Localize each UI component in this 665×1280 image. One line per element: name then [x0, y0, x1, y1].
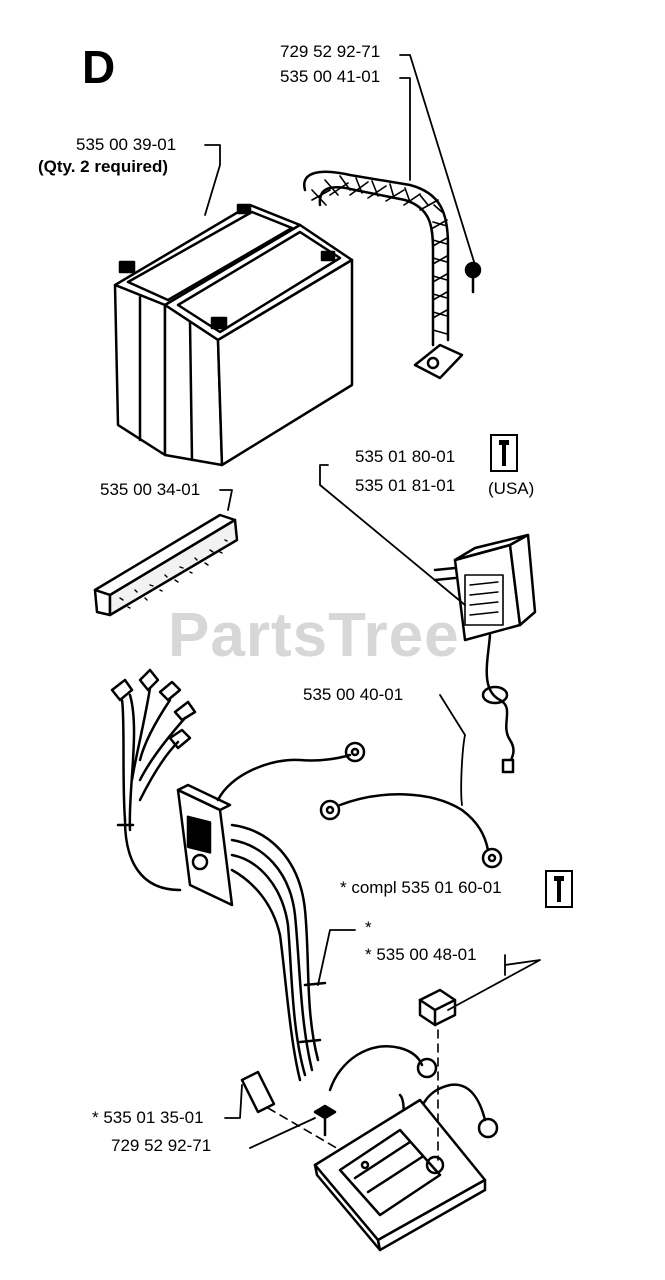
label-screw-bottom: 729 52 92-71 [111, 1136, 212, 1155]
battery-illustration [113, 203, 354, 467]
wiring-harness-illustration [110, 668, 541, 1252]
leader-lines [204, 54, 476, 511]
label-charger-usa: (USA) [488, 479, 535, 498]
label-cable-mid: 535 00 40-01 [303, 685, 404, 704]
label-harness-compl: * compl 535 01 60-01 [340, 878, 502, 897]
wrench-icon [490, 434, 518, 472]
label-battery-qty: (Qty. 2 required) [38, 157, 169, 176]
charger-illustration [319, 464, 537, 774]
foam-strip-illustration [93, 513, 239, 617]
watermark: PartsTree [168, 601, 460, 670]
label-pin: * 535 01 35-01 [92, 1108, 204, 1127]
label-relay: * 535 00 48-01 [365, 945, 477, 964]
label-charger-1: 535 01 80-01 [355, 447, 456, 466]
label-star: * [365, 918, 372, 937]
label-battery: 535 00 39-01 [76, 135, 177, 154]
label-foam: 535 00 34-01 [100, 480, 201, 499]
section-letter: D [82, 41, 116, 93]
label-cable-top: 535 00 41-01 [280, 67, 381, 86]
mid-cable-illustration [319, 694, 503, 869]
battery-cable-illustration [303, 170, 482, 380]
label-charger-2: 535 01 81-01 [355, 476, 456, 495]
label-screw-top: 729 52 92-71 [280, 42, 381, 61]
wrench-icon [545, 870, 573, 908]
